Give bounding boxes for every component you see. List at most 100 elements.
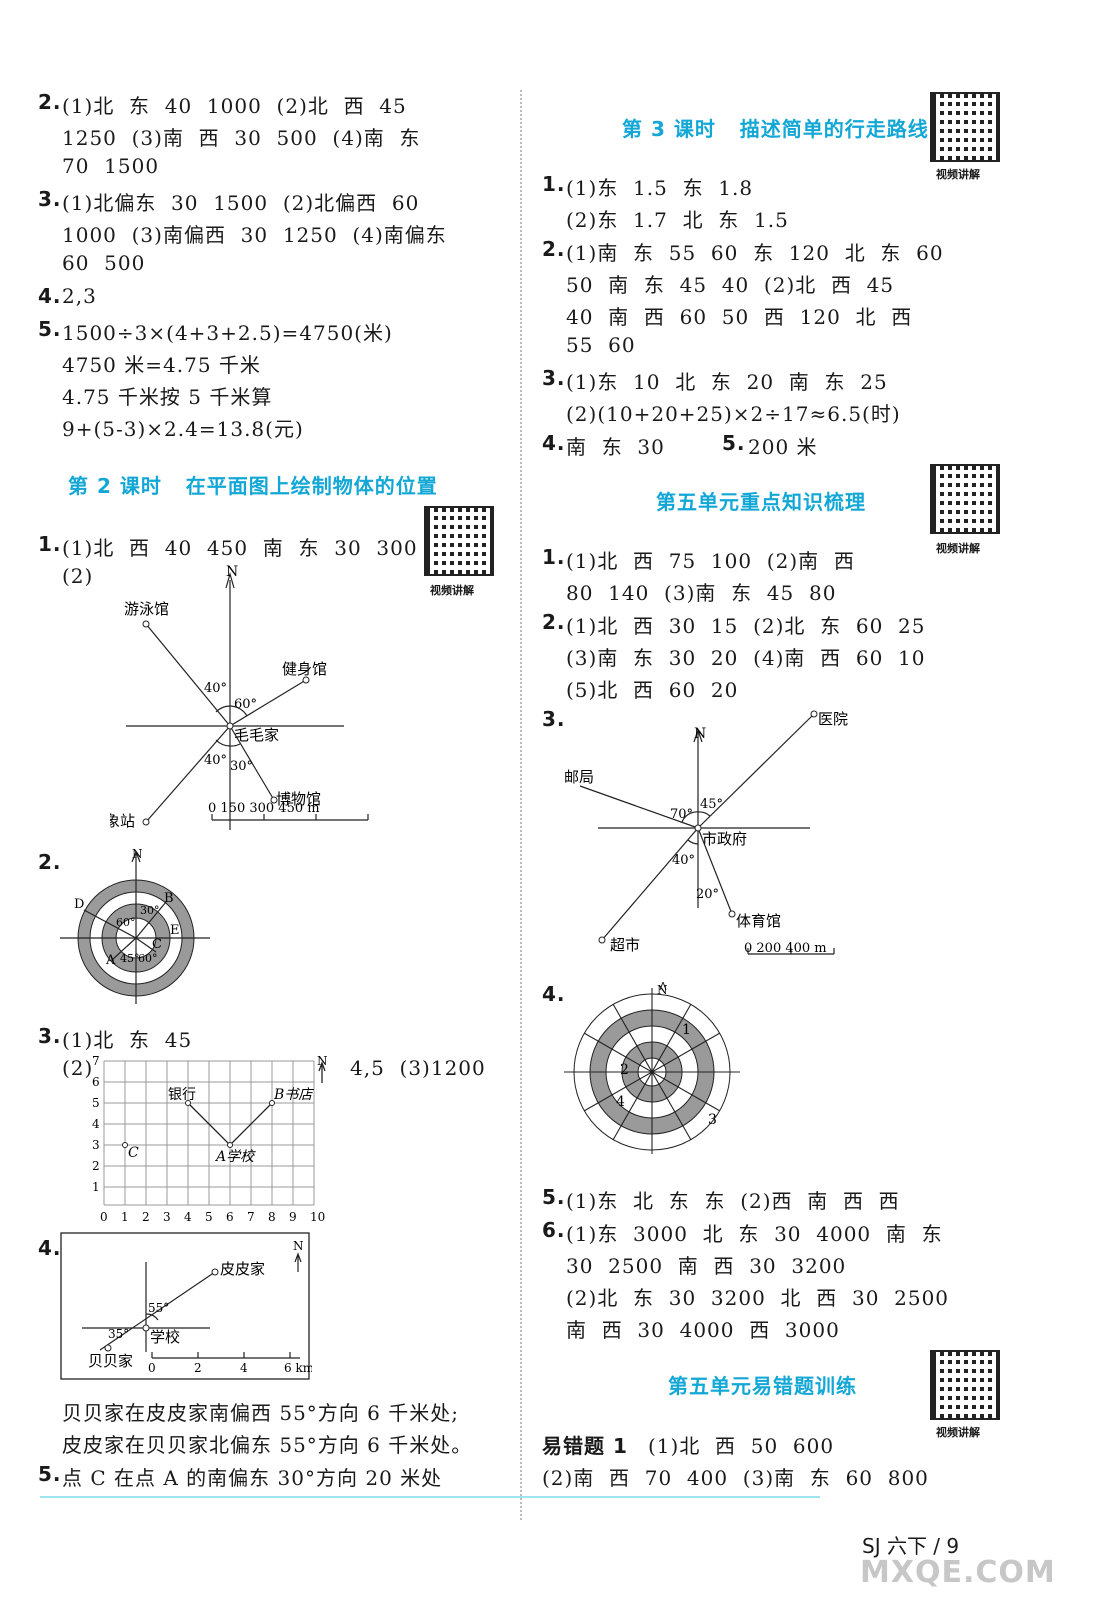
fig3-ytick: 1 [92,1180,100,1194]
qr-code-icon[interactable] [930,1350,1000,1420]
fig2-b: B [164,891,174,906]
fig5-north: N [694,726,706,742]
fig5-gov: 市政府 [702,830,747,848]
q3-line1: (1)北偏东 30 1500 (2)北偏西 60 [62,191,420,215]
fig4-school: 学校 [150,1328,180,1346]
r-q4-number: 4. [542,431,566,455]
column-divider [520,90,522,1520]
fig5-angle3: 40° [672,853,695,868]
fig5-angle2: 45° [700,797,723,812]
u1-line2: 80 140 (3)南 东 45 80 [566,581,837,605]
u2-line1: (1)北 西 30 15 (2)北 东 60 25 [566,614,926,638]
qr-caption: 视频讲解 [936,542,980,555]
q2-line1: (1)北 东 40 1000 (2)北 西 45 [62,94,407,118]
u3-number: 3. [542,707,566,731]
fig1-north: N [226,564,238,580]
fig3-xtick: 7 [247,1210,255,1224]
u5-line1: (1)东 北 东 东 (2)西 南 西 西 [566,1189,900,1213]
q2-number: 2. [38,90,62,114]
fig4-scale6: 6 km [284,1361,312,1375]
fig3-shop: B书店 [273,1087,314,1103]
qr-code-icon[interactable] [424,506,494,576]
u4-number: 4. [542,982,566,1006]
fig5-angle4: 20° [696,887,719,902]
qr-caption: 视频讲解 [936,168,980,181]
l2q5-number: 5. [38,1462,62,1486]
qr-caption: 视频讲解 [936,1426,980,1439]
fig3-xtick: 2 [142,1210,150,1224]
l2q3-line1: (1)北 东 45 [62,1028,193,1052]
q5-number: 5. [38,317,62,341]
r-q1-number: 1. [542,172,566,196]
fig4-beibei: 贝贝家 [88,1352,133,1370]
q4-number: 4. [38,284,62,308]
fig2-c: C [152,937,162,952]
fig1-gym: 健身馆 [282,660,327,678]
fig4-angle2: 35° [108,1327,129,1341]
fig6-4: 4 [616,1094,625,1110]
fig3-bank: 银行 [168,1087,196,1103]
fig2-angle1: 30° [140,904,160,917]
fig1-center: 毛毛家 [234,726,279,744]
u2-number: 2. [542,610,566,634]
q5-line3: 4.75 千米按 5 千米算 [62,385,273,409]
fig3-xtick: 6 [226,1210,234,1224]
fig6-north: N [657,983,668,997]
err-label: 易错题 1 [542,1434,628,1458]
fig3-ytick: 6 [92,1075,100,1089]
u1-number: 1. [542,545,566,569]
fig2-d: D [74,897,84,912]
l2q1-line1: (1)北 西 40 450 南 东 30 300 [62,536,418,560]
q4-line1: 2,3 [62,284,97,308]
u6-line3: (2)北 东 30 3200 北 西 30 2500 [566,1286,950,1310]
fig3-ytick: 2 [92,1159,100,1173]
q5-line1: 1500÷3×(4+3+2.5)=4750(米) [62,321,393,345]
lesson3-title: 第 3 课时 描述简单的行走路线 [622,117,929,141]
r-q2-line4: 55 60 [566,333,636,357]
fig1-angle3: 40° [204,753,227,768]
l2q4-text1: 贝贝家在皮皮家南偏西 55°方向 6 千米处; [62,1401,459,1425]
unit5-error-title: 第五单元易错题训练 [668,1374,857,1398]
map-figure-city: N 医院 邮局 市政府 超市 体育馆 70° 45° 40° 20° 0 200… [564,710,848,956]
fig3-ytick: 7 [92,1055,100,1068]
fig4-scale2: 2 [194,1361,202,1375]
r-q5-number: 5. [722,431,746,455]
r-q2-line3: 40 南 西 60 50 西 120 北 西 [566,305,913,329]
qr-code-icon[interactable] [930,464,1000,534]
err-line1: (1)北 西 50 600 [648,1434,835,1458]
fig3-xtick: 10 [310,1210,325,1224]
qr-caption: 视频讲解 [430,584,474,597]
unit5-title: 第五单元重点知识梳理 [656,490,866,514]
fig3-c: C [128,1145,139,1161]
fig3-xtick: 9 [289,1210,297,1224]
fig1-swimming: 游泳馆 [124,600,169,618]
map-figure-maomao: N 游泳馆 健身馆 毛毛家 博物馆 气象站 40° 60° 40° 30° 0 … [110,564,369,830]
fig3-school: A学校 [214,1149,256,1165]
r-q5-line1: 200 米 [748,435,818,459]
fig3-xtick: 0 [100,1210,108,1224]
qr-code-icon[interactable] [930,92,1000,162]
r-q2-line1: (1)南 东 55 60 东 120 北 东 60 [566,241,944,265]
r-q2-number: 2. [542,237,566,261]
fig3-ytick: 3 [92,1138,100,1152]
q2-line2: 1250 (3)南 西 30 500 (4)南 东 [62,126,421,150]
l2q4-text2: 皮皮家在贝贝家北偏东 55°方向 6 千米处。 [62,1433,473,1457]
fig4-scale4: 4 [240,1361,248,1375]
fig2-angle2: 60° [116,916,136,929]
fig5-scale: 0 200 400 m [744,941,827,956]
u1-line1: (1)北 西 75 100 (2)南 西 [566,549,855,573]
footer-rule [40,1496,820,1498]
l2q4-number: 4. [38,1236,62,1260]
r-q1-line1: (1)东 1.5 东 1.8 [566,176,754,200]
fig2-angle3: 45° [120,952,140,965]
u6-line2: 30 2500 南 西 30 3200 [566,1254,847,1278]
l2q2-number: 2. [38,850,62,874]
fig3-ytick: 5 [92,1096,100,1110]
fig1-angle1: 40° [204,681,227,696]
fig6-1: 1 [682,1022,691,1038]
fig2-a: A [105,953,116,968]
fig4-angle1: 55° [148,1301,169,1315]
fig1-scale: 0 150 300 450 m [208,801,320,816]
l2q3-line2: (2) [62,1056,94,1080]
